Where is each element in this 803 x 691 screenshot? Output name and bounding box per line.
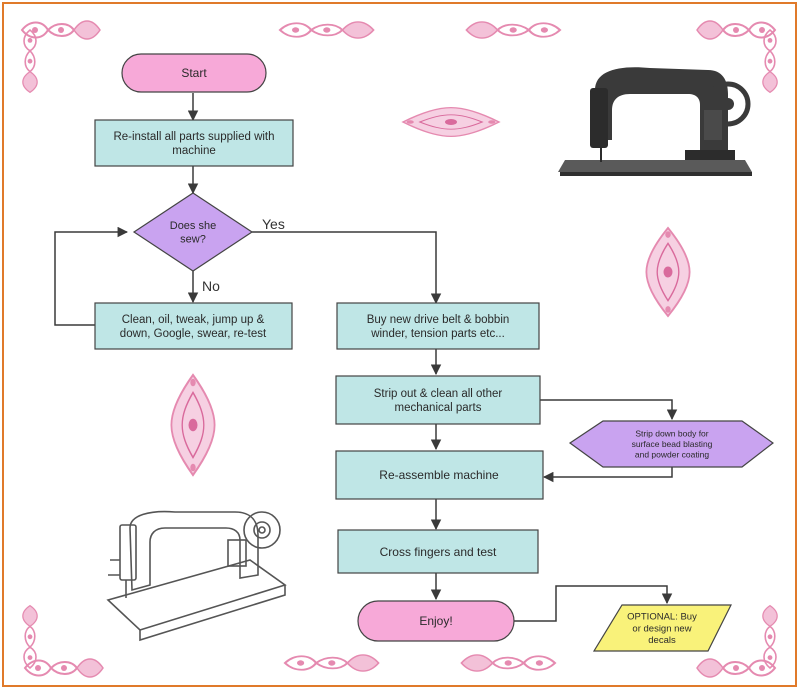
node-label-line: Buy new drive belt & bobbin — [367, 314, 510, 326]
node-label-line: Does she — [170, 220, 216, 232]
node-label-line: Re-install all parts supplied with — [113, 131, 274, 143]
node-start: Start — [121, 53, 267, 93]
node-strip-label: Strip out & clean all other mechanical pa… — [374, 388, 503, 414]
sketch-sewing-machine-icon — [106, 510, 287, 642]
node-reassemble: Re-assemble machine — [335, 450, 544, 500]
node-reassemble-label: Re-assemble machine — [379, 468, 499, 482]
ornament-bottom-left-icon — [21, 604, 104, 678]
node-decision-label: Does she sew? — [170, 220, 216, 246]
node-enjoy-label: Enjoy! — [419, 614, 452, 628]
node-start-label: Start — [181, 66, 207, 80]
node-enjoy: Enjoy! — [357, 600, 515, 642]
node-label-line: or design new — [632, 623, 691, 634]
ornament-center-top-icon — [401, 106, 501, 138]
node-label-line: OPTIONAL: Buy — [627, 611, 697, 622]
vintage-sewing-machine-icon — [558, 67, 752, 176]
ornament-right-middle-icon — [645, 226, 691, 318]
edge-label-no: No — [202, 278, 220, 294]
node-label-line: Clean, oil, tweak, jump up & — [122, 314, 265, 326]
ornament-top-left-icon — [21, 20, 101, 94]
node-reinstall: Re-install all parts supplied with machin… — [94, 119, 294, 167]
node-label-line: Strip down body for — [635, 428, 708, 438]
node-cross: Cross fingers and test — [337, 529, 539, 574]
ornament-top-center-icon — [278, 20, 562, 40]
node-label-line: and powder coating — [635, 450, 709, 460]
node-label-line: Strip out & clean all other — [374, 388, 503, 400]
node-label-line: decals — [648, 635, 676, 646]
edge-label-yes: Yes — [262, 216, 285, 232]
node-label-line: down, Google, swear, re-test — [120, 328, 267, 340]
node-label-line: mechanical parts — [395, 402, 482, 414]
node-label-line: Enjoy! — [419, 614, 452, 628]
node-clean: Clean, oil, tweak, jump up & down, Google… — [94, 302, 293, 350]
node-label-line: Start — [181, 66, 207, 80]
node-label-line: surface bead blasting — [632, 439, 713, 449]
node-strip: Strip out & clean all other mechanical pa… — [335, 375, 541, 425]
node-cross-label: Cross fingers and test — [380, 545, 497, 559]
node-label-line: sew? — [180, 234, 206, 246]
node-decision: Does she sew? — [132, 192, 254, 272]
connectors — [54, 93, 678, 622]
ornament-bottom-center-icon — [283, 653, 557, 673]
node-label-line: winder, tension parts etc... — [370, 328, 505, 340]
ornament-left-middle-icon — [170, 373, 216, 477]
node-label-line: machine — [172, 145, 215, 157]
node-reinstall-label: Re-install all parts supplied with machin… — [113, 131, 274, 157]
node-label-line: Cross fingers and test — [380, 545, 497, 559]
node-buy: Buy new drive belt & bobbin winder, tensi… — [336, 302, 540, 350]
node-buy-label: Buy new drive belt & bobbin winder, tensi… — [367, 314, 510, 340]
node-label-line: Re-assemble machine — [379, 468, 499, 482]
node-clean-label: Clean, oil, tweak, jump up & down, Google… — [120, 314, 267, 340]
